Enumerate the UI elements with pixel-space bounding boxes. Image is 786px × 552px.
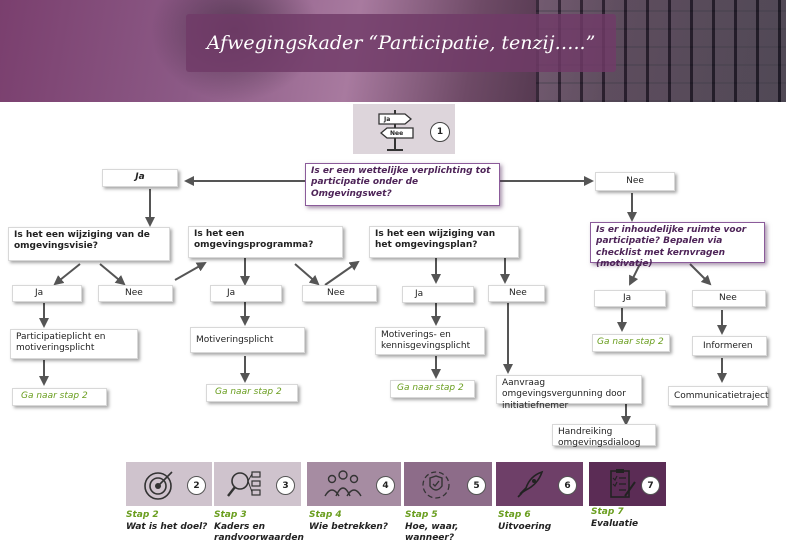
step-tile-6[interactable]: 6 xyxy=(496,462,583,506)
signpost-icon xyxy=(378,110,414,151)
result-handreiking-omgevingsdialoog: Handreiking omgevingsdialoog xyxy=(552,424,656,448)
step-tile-3[interactable]: 3 xyxy=(214,462,301,506)
target-icon xyxy=(144,471,173,500)
step-label-2-name: Wat is het doel? xyxy=(126,521,208,532)
signpost-tile: Ja Nee 1 xyxy=(353,104,455,154)
question-omgevingsplan: Is het een wijziging van het omgevingspl… xyxy=(369,226,519,258)
answer-ja-programma: Ja xyxy=(210,285,282,302)
link-ga-naar-stap-2-plan[interactable]: Ga naar stap 2 xyxy=(390,380,475,398)
clipboard-checklist-icon xyxy=(610,469,636,498)
result-aanvraag-omgevingsvergunning: Aanvraag omgevingsvergunning door initia… xyxy=(496,375,642,411)
step-tile-4[interactable]: 4 xyxy=(307,462,401,506)
rocket-icon xyxy=(517,470,544,498)
step-number-1: 1 xyxy=(430,122,450,142)
question-inhoudelijke-ruimte: Is er inhoudelijke ruimte voor participa… xyxy=(590,222,765,269)
answer-ja-visie: Ja xyxy=(12,285,82,302)
answer-nee-visie: Nee xyxy=(98,285,173,302)
title-box: Afwegingskader “Participatie, tenzij…..” xyxy=(186,14,616,72)
question-main: Is er een wettelijke verplichting tot pa… xyxy=(305,163,500,206)
step-label-7-name: Evaluatie xyxy=(591,518,639,529)
step-label-2-number: Stap 2 xyxy=(126,510,159,520)
magnifier-network-icon xyxy=(227,471,261,497)
step-tile-7[interactable]: 7 xyxy=(589,462,666,506)
step-number-6: 6 xyxy=(558,476,577,495)
answer-nee-programma: Nee xyxy=(302,285,377,302)
step-label-4[interactable]: Stap 4 Wie betrekken? xyxy=(309,510,399,533)
step-number-5: 5 xyxy=(467,476,486,495)
question-omgevingsprogramma: Is het een omgevingsprogramma? xyxy=(188,226,343,258)
step-label-3[interactable]: Stap 3 Kaders en randvoorwaarden xyxy=(214,510,304,545)
link-ga-naar-stap-2-visie[interactable]: Ga naar stap 2 xyxy=(12,388,107,406)
step-label-2[interactable]: Stap 2 Wat is het doel? xyxy=(126,510,212,533)
answer-ja-ruimte: Ja xyxy=(594,290,666,307)
step-label-6[interactable]: Stap 6 Uitvoering xyxy=(498,510,578,533)
question-omgevingsvisie: Is het een wijziging van de omgevingsvis… xyxy=(8,227,170,261)
result-informeren: Informeren xyxy=(692,336,767,356)
people-group-icon xyxy=(324,470,362,497)
step-label-7[interactable]: Stap 7 Evaluatie xyxy=(591,507,661,530)
step-label-4-number: Stap 4 xyxy=(309,510,342,520)
step-label-5-name: Hoe, waar, wanneer? xyxy=(405,521,459,544)
step-label-3-name: Kaders en randvoorwaarden xyxy=(214,521,304,544)
step-label-6-name: Uitvoering xyxy=(498,521,552,532)
step-number-2: 2 xyxy=(187,476,206,495)
step-tile-5[interactable]: 5 xyxy=(404,462,492,506)
result-participatieplicht: Participatieplicht en motiveringsplicht xyxy=(10,329,138,359)
step-number-7: 7 xyxy=(641,476,660,495)
step-label-6-number: Stap 6 xyxy=(498,510,531,520)
step-tile-2[interactable]: 2 xyxy=(126,462,212,506)
step-number-3: 3 xyxy=(276,476,295,495)
sign-label-ja: Ja xyxy=(384,116,391,123)
header-banner: Afwegingskader “Participatie, tenzij…..” xyxy=(0,0,786,102)
result-motiveringsplicht: Motiveringsplicht xyxy=(190,327,305,353)
shield-cycle-icon xyxy=(422,471,450,499)
answer-nee-ruimte: Nee xyxy=(692,290,766,307)
sign-label-nee: Nee xyxy=(390,130,404,137)
result-motiverings-kennisgevingsplicht: Motiverings- en kennisgevingsplicht xyxy=(375,327,485,355)
step-label-3-number: Stap 3 xyxy=(214,510,247,520)
step-label-7-number: Stap 7 xyxy=(591,507,624,517)
link-ga-naar-stap-2-programma[interactable]: Ga naar stap 2 xyxy=(206,384,298,402)
step-label-5[interactable]: Stap 5 Hoe, waar, wanneer? xyxy=(405,510,475,545)
result-communicatietraject: Communicatietraject xyxy=(668,386,769,406)
page-title: Afwegingskader “Participatie, tenzij…..” xyxy=(206,32,596,54)
answer-nee-main: Nee xyxy=(595,172,675,191)
answer-ja-plan: Ja xyxy=(402,286,474,303)
step-number-4: 4 xyxy=(376,476,395,495)
step-label-5-number: Stap 5 xyxy=(405,510,438,520)
step-label-4-name: Wie betrekken? xyxy=(309,521,389,532)
answer-nee-plan: Nee xyxy=(488,285,545,302)
answer-ja-main: Ja xyxy=(102,169,178,187)
link-ga-naar-stap-2-ruimte[interactable]: Ga naar stap 2 xyxy=(592,334,670,352)
